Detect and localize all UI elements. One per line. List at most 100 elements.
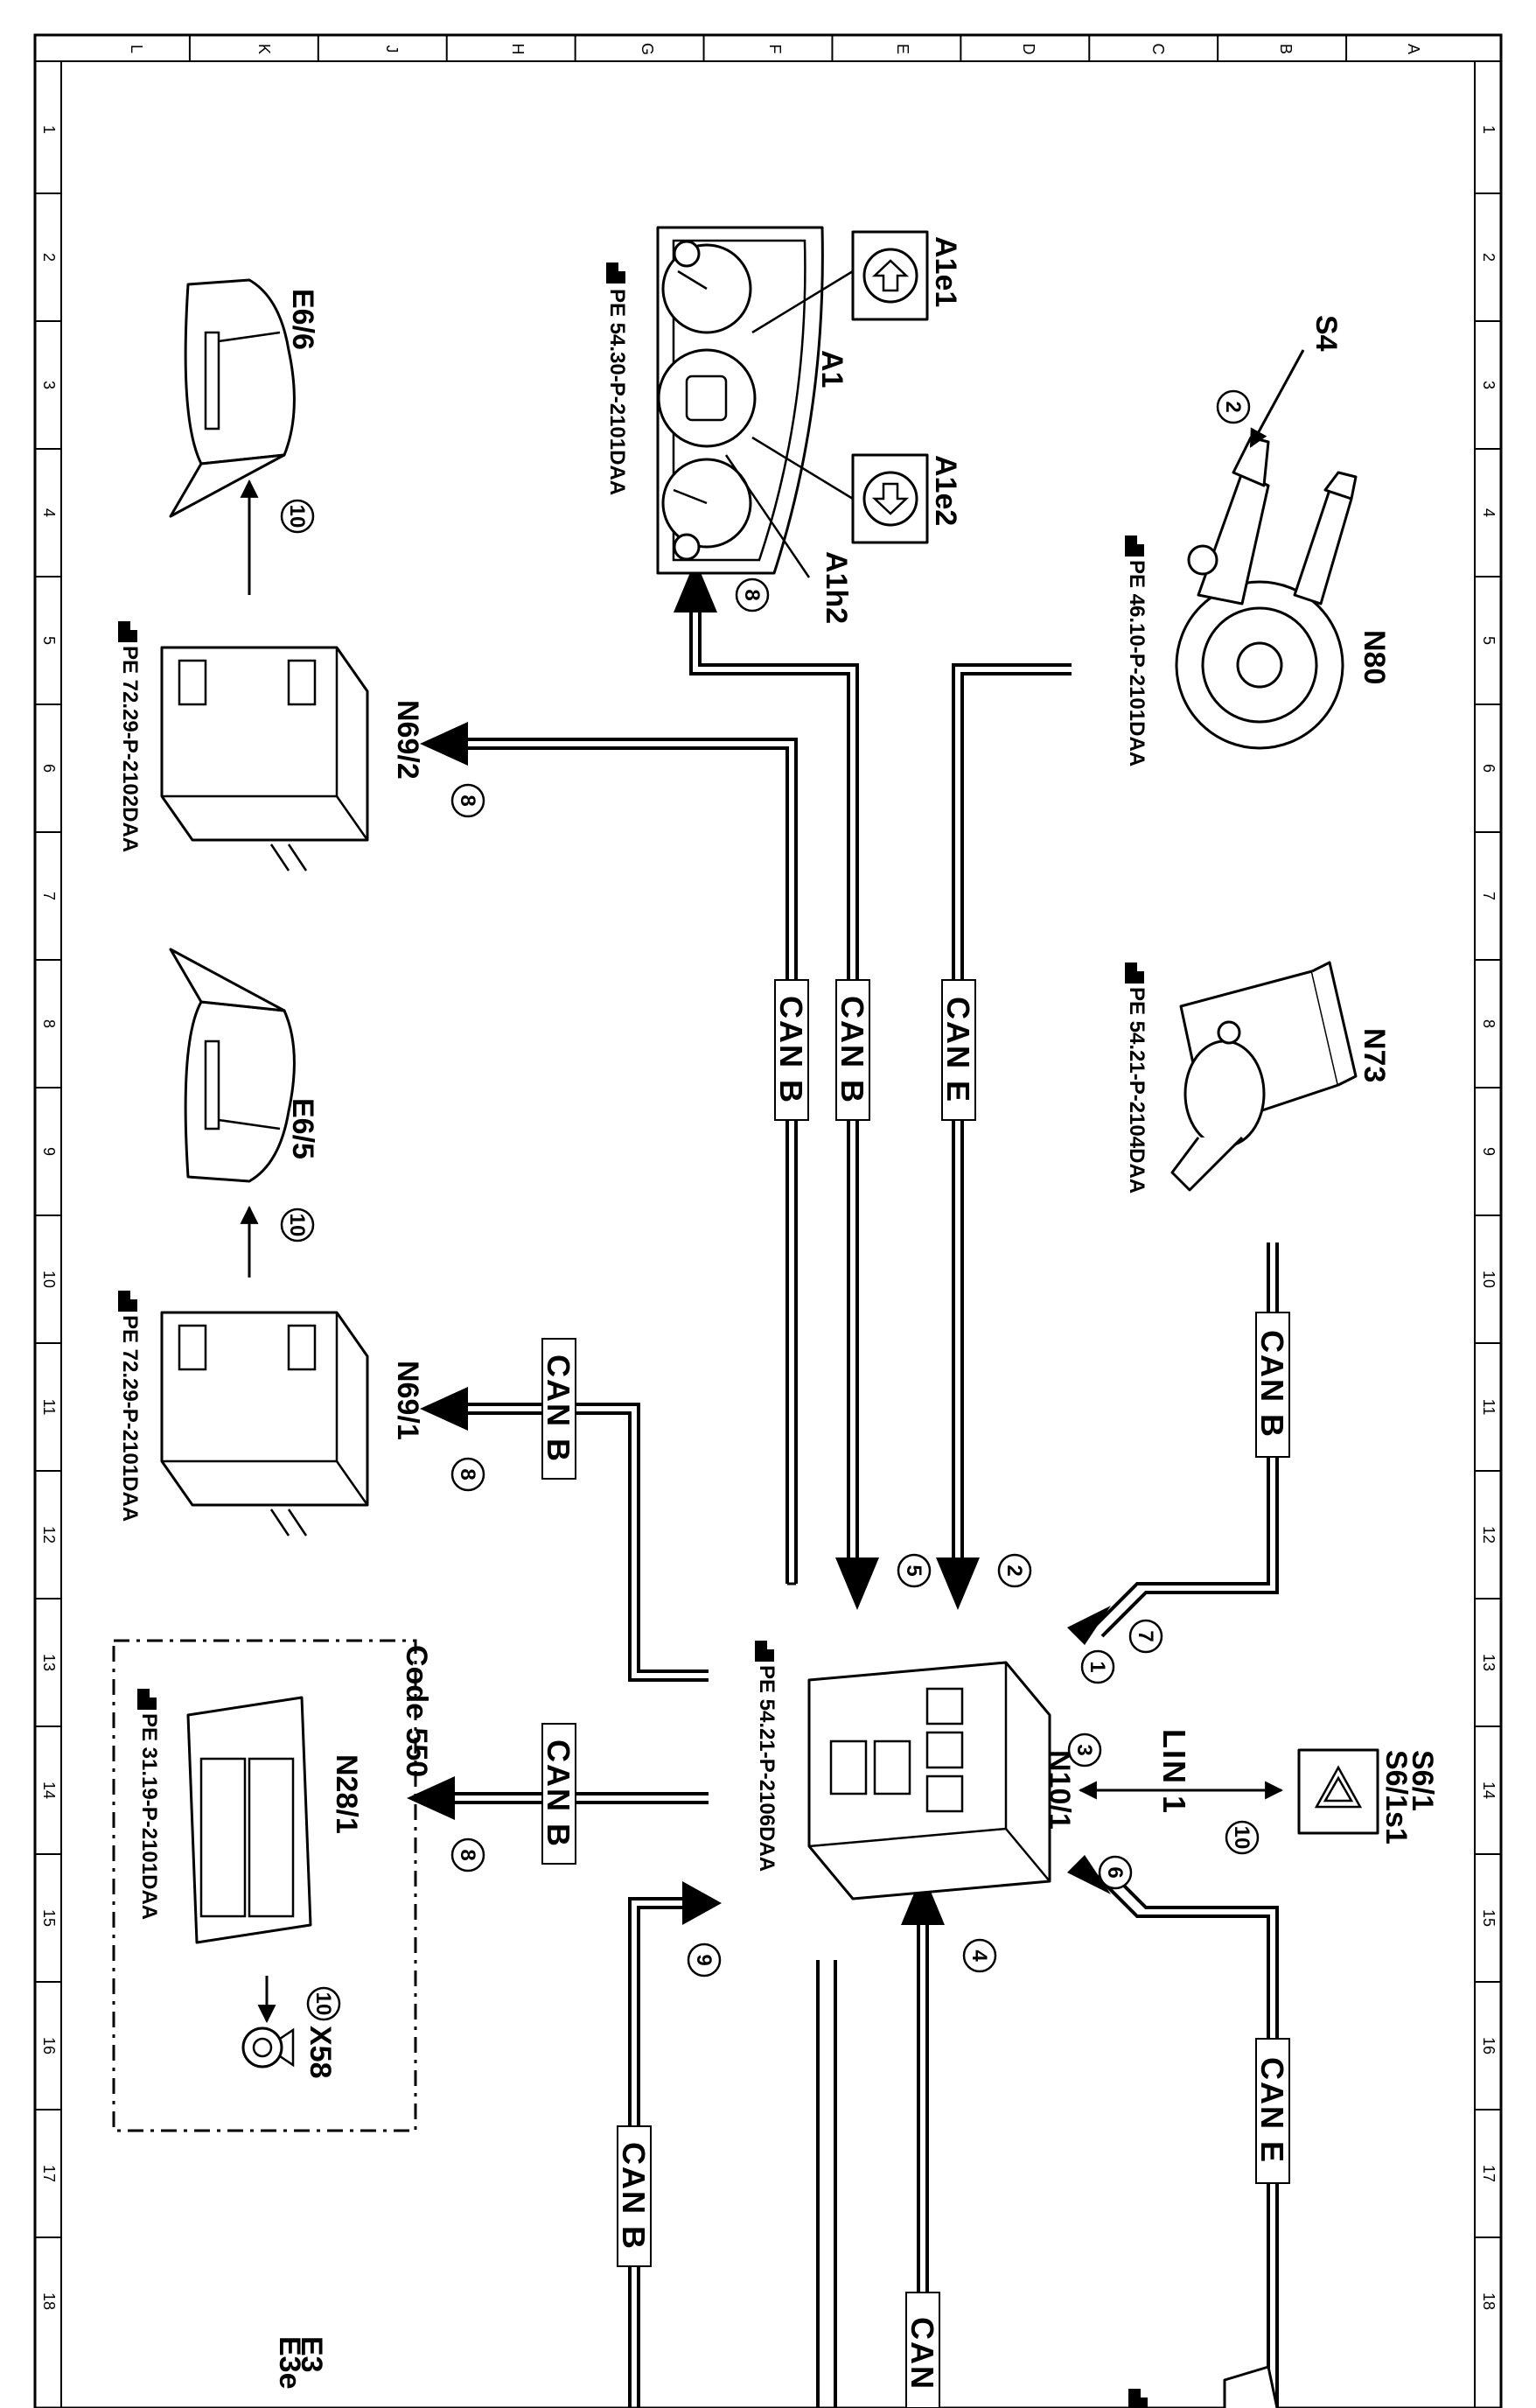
- callout-2: 2: [997, 1553, 1032, 1588]
- label-x58: X58: [304, 2026, 337, 2079]
- label-a1e2: A1e2: [929, 455, 962, 526]
- svg-text:10: 10: [311, 1992, 335, 2016]
- callout-7: 7: [1128, 1619, 1163, 1654]
- label-a1e1: A1e1: [929, 236, 962, 307]
- grid-row-label: 9: [40, 1147, 58, 1156]
- label-n10-1: N10/1: [1043, 1750, 1076, 1830]
- grid-row-label: 4: [40, 508, 58, 517]
- callouts: 1 2 2 3 4 5 6 7 8 8 8 8 9 10 10 10 10: [280, 389, 1260, 2021]
- grid-row-label: 15: [1480, 1909, 1498, 1927]
- svg-text:10: 10: [285, 1214, 309, 1237]
- grid-row-label: 14: [40, 1782, 58, 1799]
- label-e3e: E3e: [273, 2336, 306, 2390]
- svg-text:10: 10: [285, 505, 309, 528]
- button-a1e1: [851, 230, 929, 321]
- callout-9: 9: [687, 1942, 722, 1978]
- door-module-n69-1: [160, 1311, 369, 1536]
- ref-n28-1: PE 31.19-P-2101DAA: [137, 1713, 161, 1920]
- svg-text:CAN B: CAN B: [616, 2142, 652, 2250]
- grid-row-label: 16: [1480, 2037, 1498, 2054]
- trailer-socket-x58: [241, 2026, 295, 2068]
- grid-row-label: 6: [40, 764, 58, 773]
- svg-text:7: 7: [1134, 1630, 1157, 1642]
- grid-column-labels: L K J H G F E D C B A: [128, 43, 1422, 55]
- combination-switch-n80: [1175, 436, 1358, 750]
- bus-can-b-n69-2: CAN B: [773, 979, 809, 1121]
- svg-text:CAN B: CAN B: [773, 996, 809, 1104]
- callout-5: 5: [897, 1553, 932, 1588]
- label-a1: A1: [815, 350, 848, 388]
- ref-n80: PE 46.10-P-2101DAA: [1125, 560, 1149, 766]
- grid-row-label: 8: [40, 1019, 58, 1028]
- svg-text:8: 8: [740, 589, 764, 600]
- grid-row-labels-right: 1 2 3 4 5 6 7 8 9 10 11 12 13 14 15 16 1…: [1480, 125, 1498, 2310]
- bus-lin1-label: LIN 1: [1156, 1729, 1192, 1815]
- grid-row-label: 3: [40, 381, 58, 389]
- label-n69-2: N69/2: [391, 700, 424, 780]
- svg-text:CAN B: CAN B: [834, 996, 870, 1104]
- label-s6-1s1: S6/1s1: [1379, 1750, 1413, 1844]
- ref-a1: PE 54.30-P-2101DAA: [605, 289, 629, 495]
- grid-row-label: 5: [1480, 636, 1498, 645]
- label-n69-1: N69/1: [391, 1361, 424, 1440]
- callout-8-a1: 8: [735, 578, 770, 612]
- grid-row-label: 12: [40, 1526, 58, 1544]
- grid-col-label: F: [766, 45, 784, 54]
- grid-col-label: E: [894, 44, 911, 54]
- label-a1h2: A1h2: [820, 551, 853, 624]
- grid-row-label: 5: [40, 636, 58, 645]
- button-a1e2: [851, 453, 929, 544]
- svg-text:10: 10: [1230, 1826, 1253, 1850]
- grid-col-label: H: [509, 44, 527, 55]
- grid-col-label: G: [639, 43, 656, 55]
- callout-2-s4: 2: [1216, 389, 1251, 424]
- grid-row-label: 11: [40, 1399, 58, 1416]
- svg-text:2: 2: [1221, 401, 1245, 412]
- svg-text:8: 8: [456, 1468, 479, 1480]
- bus-can-b-lower: CAN B: [616, 2125, 652, 2267]
- svg-text:9: 9: [692, 1954, 716, 1965]
- grid-col-label: J: [383, 46, 401, 53]
- grid-row-label: 7: [1480, 892, 1498, 900]
- bus-can-e-upper: CAN E: [940, 979, 976, 1121]
- grid-row-label: 13: [40, 1654, 58, 1671]
- svg-text:5: 5: [902, 1564, 925, 1576]
- svg-text:1: 1: [1086, 1661, 1109, 1672]
- door-module-n69-2: [160, 646, 369, 872]
- svg-text:CAN B: CAN B: [541, 1354, 576, 1463]
- grid-row-label: 14: [1480, 1782, 1498, 1799]
- grid-row-label: 11: [1480, 1399, 1498, 1416]
- mirror-e6-6: [169, 278, 296, 518]
- a1-leader-lines: [724, 270, 854, 578]
- svg-text:CAN B: CAN B: [1254, 1330, 1290, 1438]
- ref-n69-2: PE 72.29-P-2102DAA: [118, 646, 142, 852]
- callout-10-e6-6: 10: [280, 499, 315, 534]
- callout-1: 1: [1080, 1649, 1115, 1684]
- label-n73: N73: [1358, 1028, 1391, 1082]
- grid-row-label: 3: [1480, 381, 1498, 389]
- callout-3: 3: [1067, 1732, 1102, 1768]
- bus-labels: CAN E CAN B CAN B CAN B CAN B CAN B CAN …: [541, 979, 1290, 2408]
- grid-row-label: 4: [1480, 508, 1498, 517]
- grid-row-labels-left: 1 2 3 4 5 6 7 8 9 10 11 12 13 14 15 16 1…: [40, 125, 58, 2310]
- grid-col-label: L: [128, 45, 145, 53]
- callout-4: 4: [962, 1938, 997, 1973]
- sam-control-unit-n10-1: [807, 1661, 1051, 1900]
- label-e3: E3: [295, 2336, 328, 2373]
- ref-n69-1: PE 72.29-P-2101DAA: [118, 1315, 142, 1522]
- component-labels: S4 N80 N73 A1 A1e1 A1e2 A1h2 E6/6 E6/5 N…: [273, 236, 1439, 2390]
- grid-row-label: 6: [1480, 764, 1498, 773]
- s4-pointer: [1249, 349, 1305, 448]
- grid-row-label: 18: [40, 2292, 58, 2310]
- bus-can-b-n28-1: CAN B: [541, 1723, 576, 1865]
- grid-row-label: 1: [40, 125, 58, 134]
- bus-can-partial: CAN: [904, 2292, 940, 2408]
- label-s6-1: S6/1: [1406, 1750, 1439, 1811]
- bus-can-e-lower: CAN E: [1254, 2038, 1290, 2184]
- label-code-550: Code 550: [400, 1645, 433, 1777]
- grid-col-label: C: [1149, 44, 1167, 55]
- callout-10-x58: 10: [306, 1986, 341, 2021]
- reference-labels: PE 54.30-P-2101DAA PE 46.10-P-2101DAA PE…: [118, 289, 1149, 1920]
- grid-row-label: 7: [40, 892, 58, 900]
- arrowheads: [407, 560, 1111, 1925]
